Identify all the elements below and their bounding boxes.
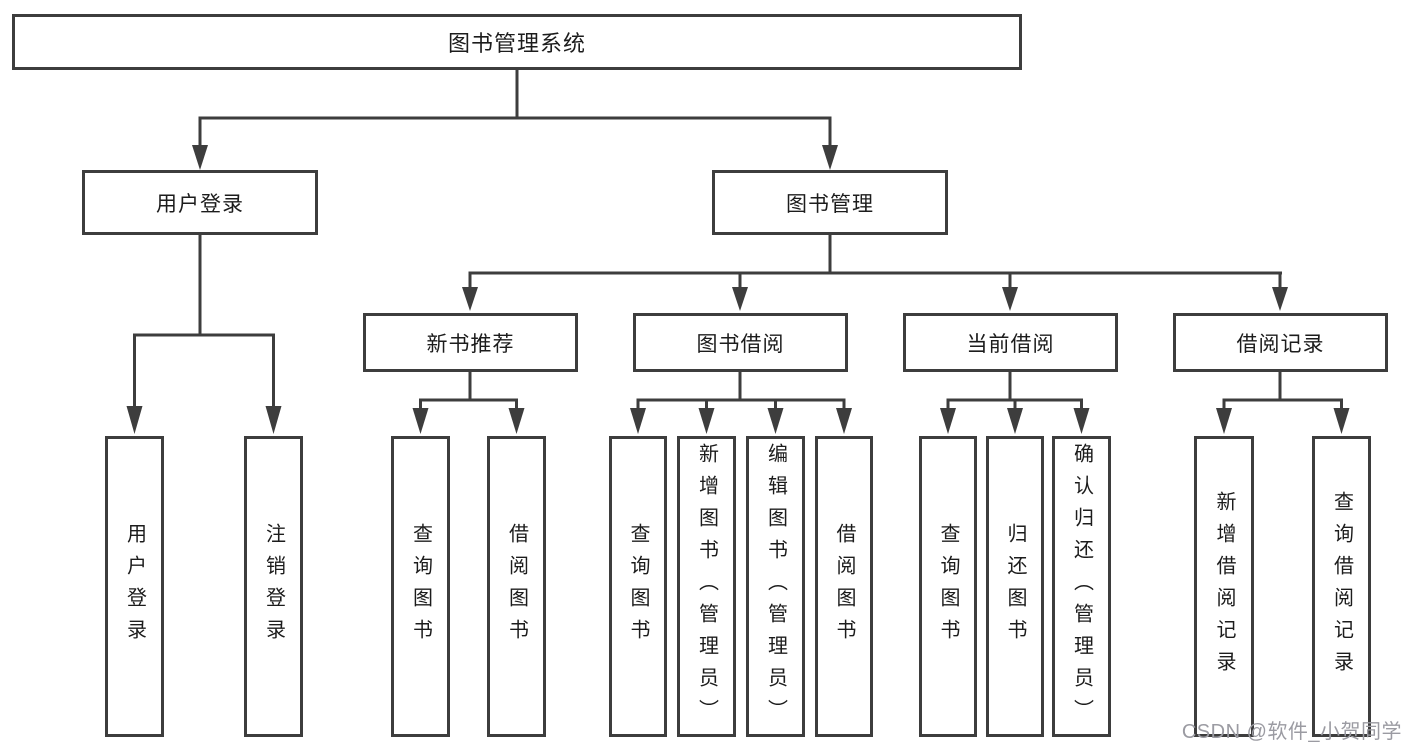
leaf-query-books-recommend: 查询图书: [391, 436, 450, 737]
connector-root-split: [192, 68, 838, 170]
node-label: 确认归还（管理员）: [1070, 442, 1093, 731]
node-book-management: 图书管理: [712, 170, 948, 235]
node-label: 借阅记录: [1236, 332, 1325, 356]
node-label: 注销登录: [262, 522, 285, 651]
leaf-add-books-admin: 新增图书（管理员）: [677, 436, 736, 737]
node-label: 图书借阅: [696, 332, 785, 356]
node-label: 查询借阅记录: [1330, 490, 1353, 683]
leaf-query-borrow-record: 查询借阅记录: [1312, 436, 1371, 737]
node-label: 查询图书: [409, 522, 432, 651]
node-label: 查询图书: [627, 522, 649, 651]
leaf-confirm-return-admin: 确认归还（管理员）: [1052, 436, 1111, 737]
node-label: 归还图书: [1004, 522, 1026, 651]
node-label: 编辑图书（管理员）: [764, 442, 787, 731]
connector-current-borrowing-split: [940, 371, 1090, 434]
node-current-borrowing: 当前借阅: [903, 313, 1118, 372]
leaf-logout-login: 注销登录: [244, 436, 303, 737]
leaf-return-books: 归还图书: [986, 436, 1044, 737]
node-label: 用户登录: [156, 192, 244, 216]
leaf-borrow-books-recommend: 借阅图书: [487, 436, 546, 737]
leaf-borrow-books: 借阅图书: [815, 436, 873, 737]
connector-book-management-split: [462, 233, 1288, 311]
node-label: 新书推荐: [426, 332, 515, 356]
node-label: 查询图书: [937, 522, 959, 651]
node-user-login-group: 用户登录: [82, 170, 318, 235]
leaf-query-books-current: 查询图书: [919, 436, 977, 737]
connector-book-borrowing-split: [630, 371, 852, 434]
leaf-add-borrow-record: 新增借阅记录: [1194, 436, 1254, 737]
node-book-borrowing: 图书借阅: [633, 313, 848, 372]
connector-borrowing-records-split: [1216, 371, 1350, 434]
node-label: 新增图书（管理员）: [695, 442, 718, 731]
leaf-query-books-borrowing: 查询图书: [609, 436, 667, 737]
node-borrowing-records: 借阅记录: [1173, 313, 1388, 372]
leaf-edit-books-admin: 编辑图书（管理员）: [746, 436, 805, 737]
connector-user-login-split: [126, 233, 282, 434]
node-label: 借阅图书: [505, 522, 528, 651]
node-label: 新增借阅记录: [1213, 490, 1235, 683]
leaf-user-login: 用户登录: [105, 436, 164, 737]
node-label: 当前借阅: [966, 332, 1055, 356]
node-library-management-system: 图书管理系统: [12, 14, 1022, 70]
node-label: 图书管理系统: [447, 31, 586, 56]
connector-new-book-recommend-split: [412, 371, 525, 434]
csdn-watermark: CSDN @软件_小贺同学: [1181, 721, 1402, 743]
node-label: 图书管理: [786, 192, 874, 216]
node-label: 用户登录: [123, 522, 146, 651]
node-new-book-recommend: 新书推荐: [363, 313, 578, 372]
node-label: 借阅图书: [833, 522, 855, 651]
